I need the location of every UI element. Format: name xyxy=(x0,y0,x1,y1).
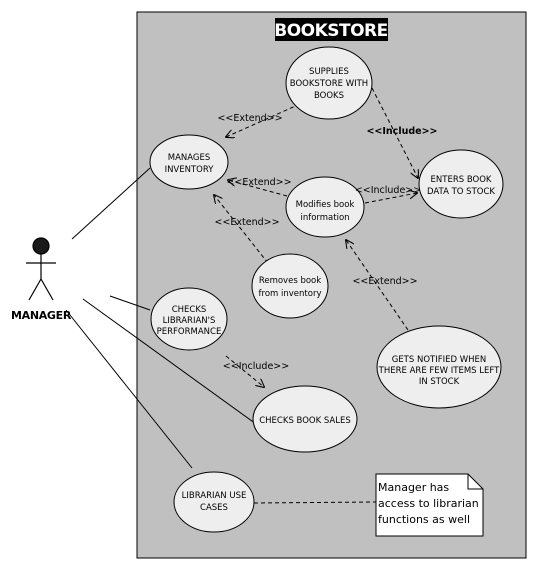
extend-notified-line xyxy=(346,240,409,331)
actor-right-leg xyxy=(40,278,54,301)
use-case-checks-book-sales: CHECKS BOOK SALES xyxy=(252,385,358,453)
actor-associations xyxy=(65,167,257,469)
extend-supplies-label: <<Extend>> xyxy=(217,113,282,124)
assoc-checks-librarian xyxy=(109,295,151,311)
include-supplies-line xyxy=(371,87,418,178)
assoc-checks-sales xyxy=(82,298,257,425)
include-sales-label: <<Include>> xyxy=(223,361,289,372)
extend-removes-line xyxy=(214,195,269,264)
actor-name: MANAGER xyxy=(11,309,72,322)
extend-modifies-line xyxy=(228,180,288,197)
include-sales-line xyxy=(225,355,264,387)
manager-actor xyxy=(26,237,56,301)
extend-modifies-label: <<Extend>> xyxy=(226,177,291,188)
system-title: BOOKSTORE xyxy=(274,18,388,41)
system-title-text: BOOKSTORE xyxy=(274,21,388,41)
include-supplies-label: <<Include>> xyxy=(366,126,437,137)
extend-notified-label: <<Extend>> xyxy=(352,276,417,287)
assoc-librarian-use-cases xyxy=(65,309,193,469)
include-modifies-line xyxy=(364,193,417,204)
note-anchor-line xyxy=(253,501,377,504)
extend-removes-label: <<Extend>> xyxy=(214,217,279,228)
svg-text:CHECKS BOOK SALES: CHECKS BOOK SALES xyxy=(259,416,351,426)
include-modifies-label: <<Include>> xyxy=(355,185,421,196)
assoc-manages-inventory xyxy=(71,167,151,240)
actor-left-leg xyxy=(28,278,42,301)
actor-head xyxy=(32,237,50,255)
